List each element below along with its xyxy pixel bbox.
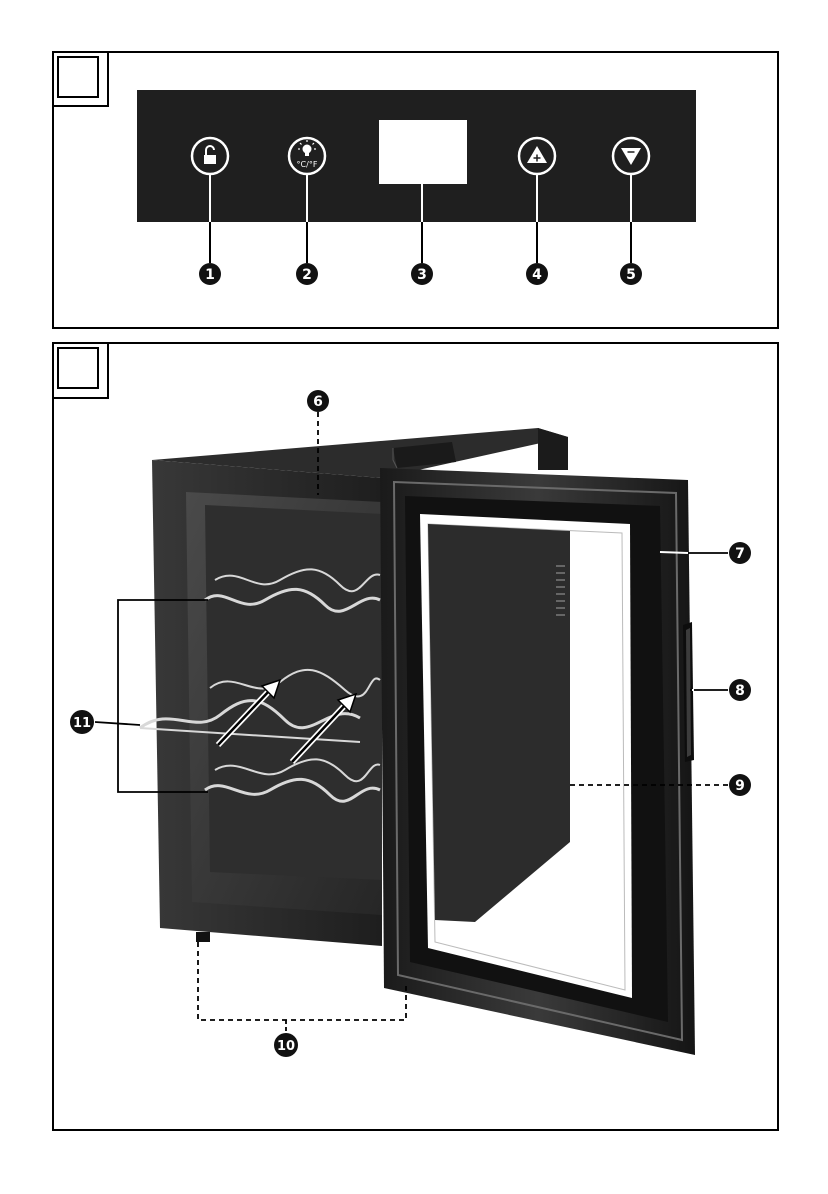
svg-text:1: 1 — [205, 267, 215, 283]
callout-2: 2 — [296, 263, 318, 285]
svg-text:11: 11 — [73, 716, 91, 731]
callout-6: 6 — [307, 390, 329, 412]
svg-text:9: 9 — [735, 778, 745, 794]
callout-10: 10 — [274, 1033, 298, 1057]
svg-text:4: 4 — [532, 267, 542, 283]
svg-text:2: 2 — [302, 267, 312, 283]
svg-text:10: 10 — [277, 1039, 295, 1054]
svg-text:8: 8 — [735, 683, 745, 699]
wine-fridge — [140, 428, 695, 1055]
callout-11: 11 — [70, 710, 94, 734]
callout-9: 9 — [729, 774, 751, 796]
callout-4: 4 — [526, 263, 548, 285]
unit-label: °C/°F — [297, 160, 318, 169]
callout-3: 3 — [411, 263, 433, 285]
svg-text:5: 5 — [626, 267, 636, 283]
control-panel: °C/°F — [137, 90, 696, 222]
fig1-leader-lines-below — [210, 222, 631, 263]
callout-8: 8 — [729, 679, 751, 701]
svg-text:6: 6 — [313, 394, 323, 410]
callout-5: 5 — [620, 263, 642, 285]
display — [379, 120, 467, 184]
callout-7: 7 — [729, 542, 751, 564]
svg-text:3: 3 — [417, 267, 427, 283]
svg-text:7: 7 — [735, 546, 745, 562]
callout-1: 1 — [199, 263, 221, 285]
